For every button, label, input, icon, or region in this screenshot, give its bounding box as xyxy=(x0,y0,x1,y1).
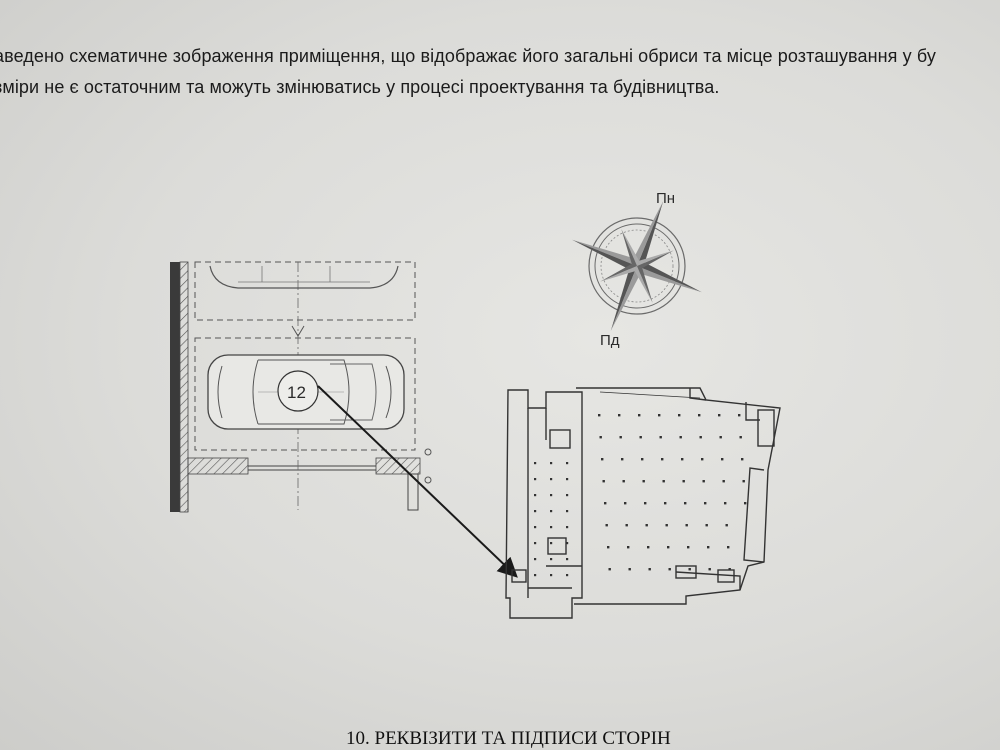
column-marker xyxy=(534,542,537,545)
column-marker xyxy=(679,436,682,439)
column-marker xyxy=(550,494,553,497)
column-marker xyxy=(727,546,730,549)
column-marker xyxy=(685,524,688,527)
column-marker xyxy=(642,480,645,483)
column-marker xyxy=(601,458,604,461)
column-marker xyxy=(534,558,537,561)
column-marker xyxy=(705,524,708,527)
column-marker xyxy=(534,510,537,513)
column-marker xyxy=(628,568,631,571)
column-marker xyxy=(534,494,537,497)
column-marker xyxy=(645,524,648,527)
column-marker xyxy=(681,458,684,461)
column-marker xyxy=(602,480,605,483)
column-marker xyxy=(566,462,569,465)
compass-north-label: Пн xyxy=(656,190,675,207)
column-marker xyxy=(719,436,722,439)
column-marker xyxy=(605,524,608,527)
parking-space-number: 12 xyxy=(287,383,306,402)
column-marker xyxy=(550,462,553,465)
column-marker xyxy=(624,502,627,505)
column-marker xyxy=(625,524,628,527)
column-marker xyxy=(566,510,569,513)
column-marker xyxy=(550,478,553,481)
column-marker xyxy=(566,526,569,529)
column-marker xyxy=(701,458,704,461)
column-marker xyxy=(738,414,741,417)
column-marker xyxy=(678,414,681,417)
body-text-line-2: зміри не є остаточним та можуть змінюват… xyxy=(0,77,720,97)
column-marker xyxy=(566,478,569,481)
column-marker xyxy=(664,502,667,505)
column-marker xyxy=(721,458,724,461)
building-floor-plan xyxy=(505,387,781,619)
column-marker xyxy=(598,414,601,417)
column-marker xyxy=(607,546,610,549)
column-marker xyxy=(618,414,621,417)
parking-detail-drawing: 12 xyxy=(170,261,432,513)
column-marker xyxy=(639,436,642,439)
location-pointer-arrow xyxy=(317,385,518,578)
column-marker xyxy=(688,568,691,571)
column-marker xyxy=(550,574,553,577)
column-marker xyxy=(684,502,687,505)
column-marker xyxy=(638,414,641,417)
column-marker xyxy=(566,574,569,577)
column-marker xyxy=(725,524,728,527)
column-marker xyxy=(644,502,647,505)
column-marker xyxy=(621,458,624,461)
compass-south-label: Пд xyxy=(600,332,620,349)
column-marker xyxy=(641,458,644,461)
column-marker xyxy=(550,542,553,545)
column-marker xyxy=(702,480,705,483)
column-marker xyxy=(534,462,537,465)
column-marker xyxy=(722,480,725,483)
column-marker xyxy=(667,546,670,549)
column-marker xyxy=(566,558,569,561)
column-marker xyxy=(724,502,727,505)
column-marker xyxy=(608,568,611,571)
column-marker xyxy=(627,546,630,549)
column-marker xyxy=(718,414,721,417)
column-marker xyxy=(661,458,664,461)
column-marker xyxy=(665,524,668,527)
compass-rose: Пн Пд xyxy=(572,190,702,349)
column-marker xyxy=(550,510,553,513)
body-text-line-1: аведено схематичне зображення приміщення… xyxy=(0,46,936,66)
column-marker xyxy=(698,414,701,417)
column-marker xyxy=(550,558,553,561)
column-marker xyxy=(566,542,569,545)
column-marker xyxy=(739,436,742,439)
column-marker xyxy=(534,478,537,481)
column-marker xyxy=(742,480,745,483)
column-marker xyxy=(619,436,622,439)
column-marker xyxy=(699,436,702,439)
column-marker xyxy=(534,526,537,529)
column-marker xyxy=(599,436,602,439)
column-marker xyxy=(622,480,625,483)
wing-column-grid xyxy=(534,462,569,577)
column-marker xyxy=(566,494,569,497)
column-marker xyxy=(647,546,650,549)
column-marker xyxy=(659,436,662,439)
column-grid xyxy=(598,414,747,571)
column-marker xyxy=(741,458,744,461)
column-marker xyxy=(704,502,707,505)
column-marker xyxy=(662,480,665,483)
section-heading: 10. РЕКВІЗИТИ ТА ПІДПИСИ СТОРІН xyxy=(346,728,671,749)
column-marker xyxy=(708,568,711,571)
column-marker xyxy=(744,502,747,505)
column-marker xyxy=(682,480,685,483)
column-marker xyxy=(728,568,731,571)
column-marker xyxy=(668,568,671,571)
column-marker xyxy=(687,546,690,549)
column-marker xyxy=(604,502,607,505)
column-marker xyxy=(648,568,651,571)
column-marker xyxy=(658,414,661,417)
column-marker xyxy=(534,574,537,577)
column-marker xyxy=(550,526,553,529)
column-marker xyxy=(707,546,710,549)
